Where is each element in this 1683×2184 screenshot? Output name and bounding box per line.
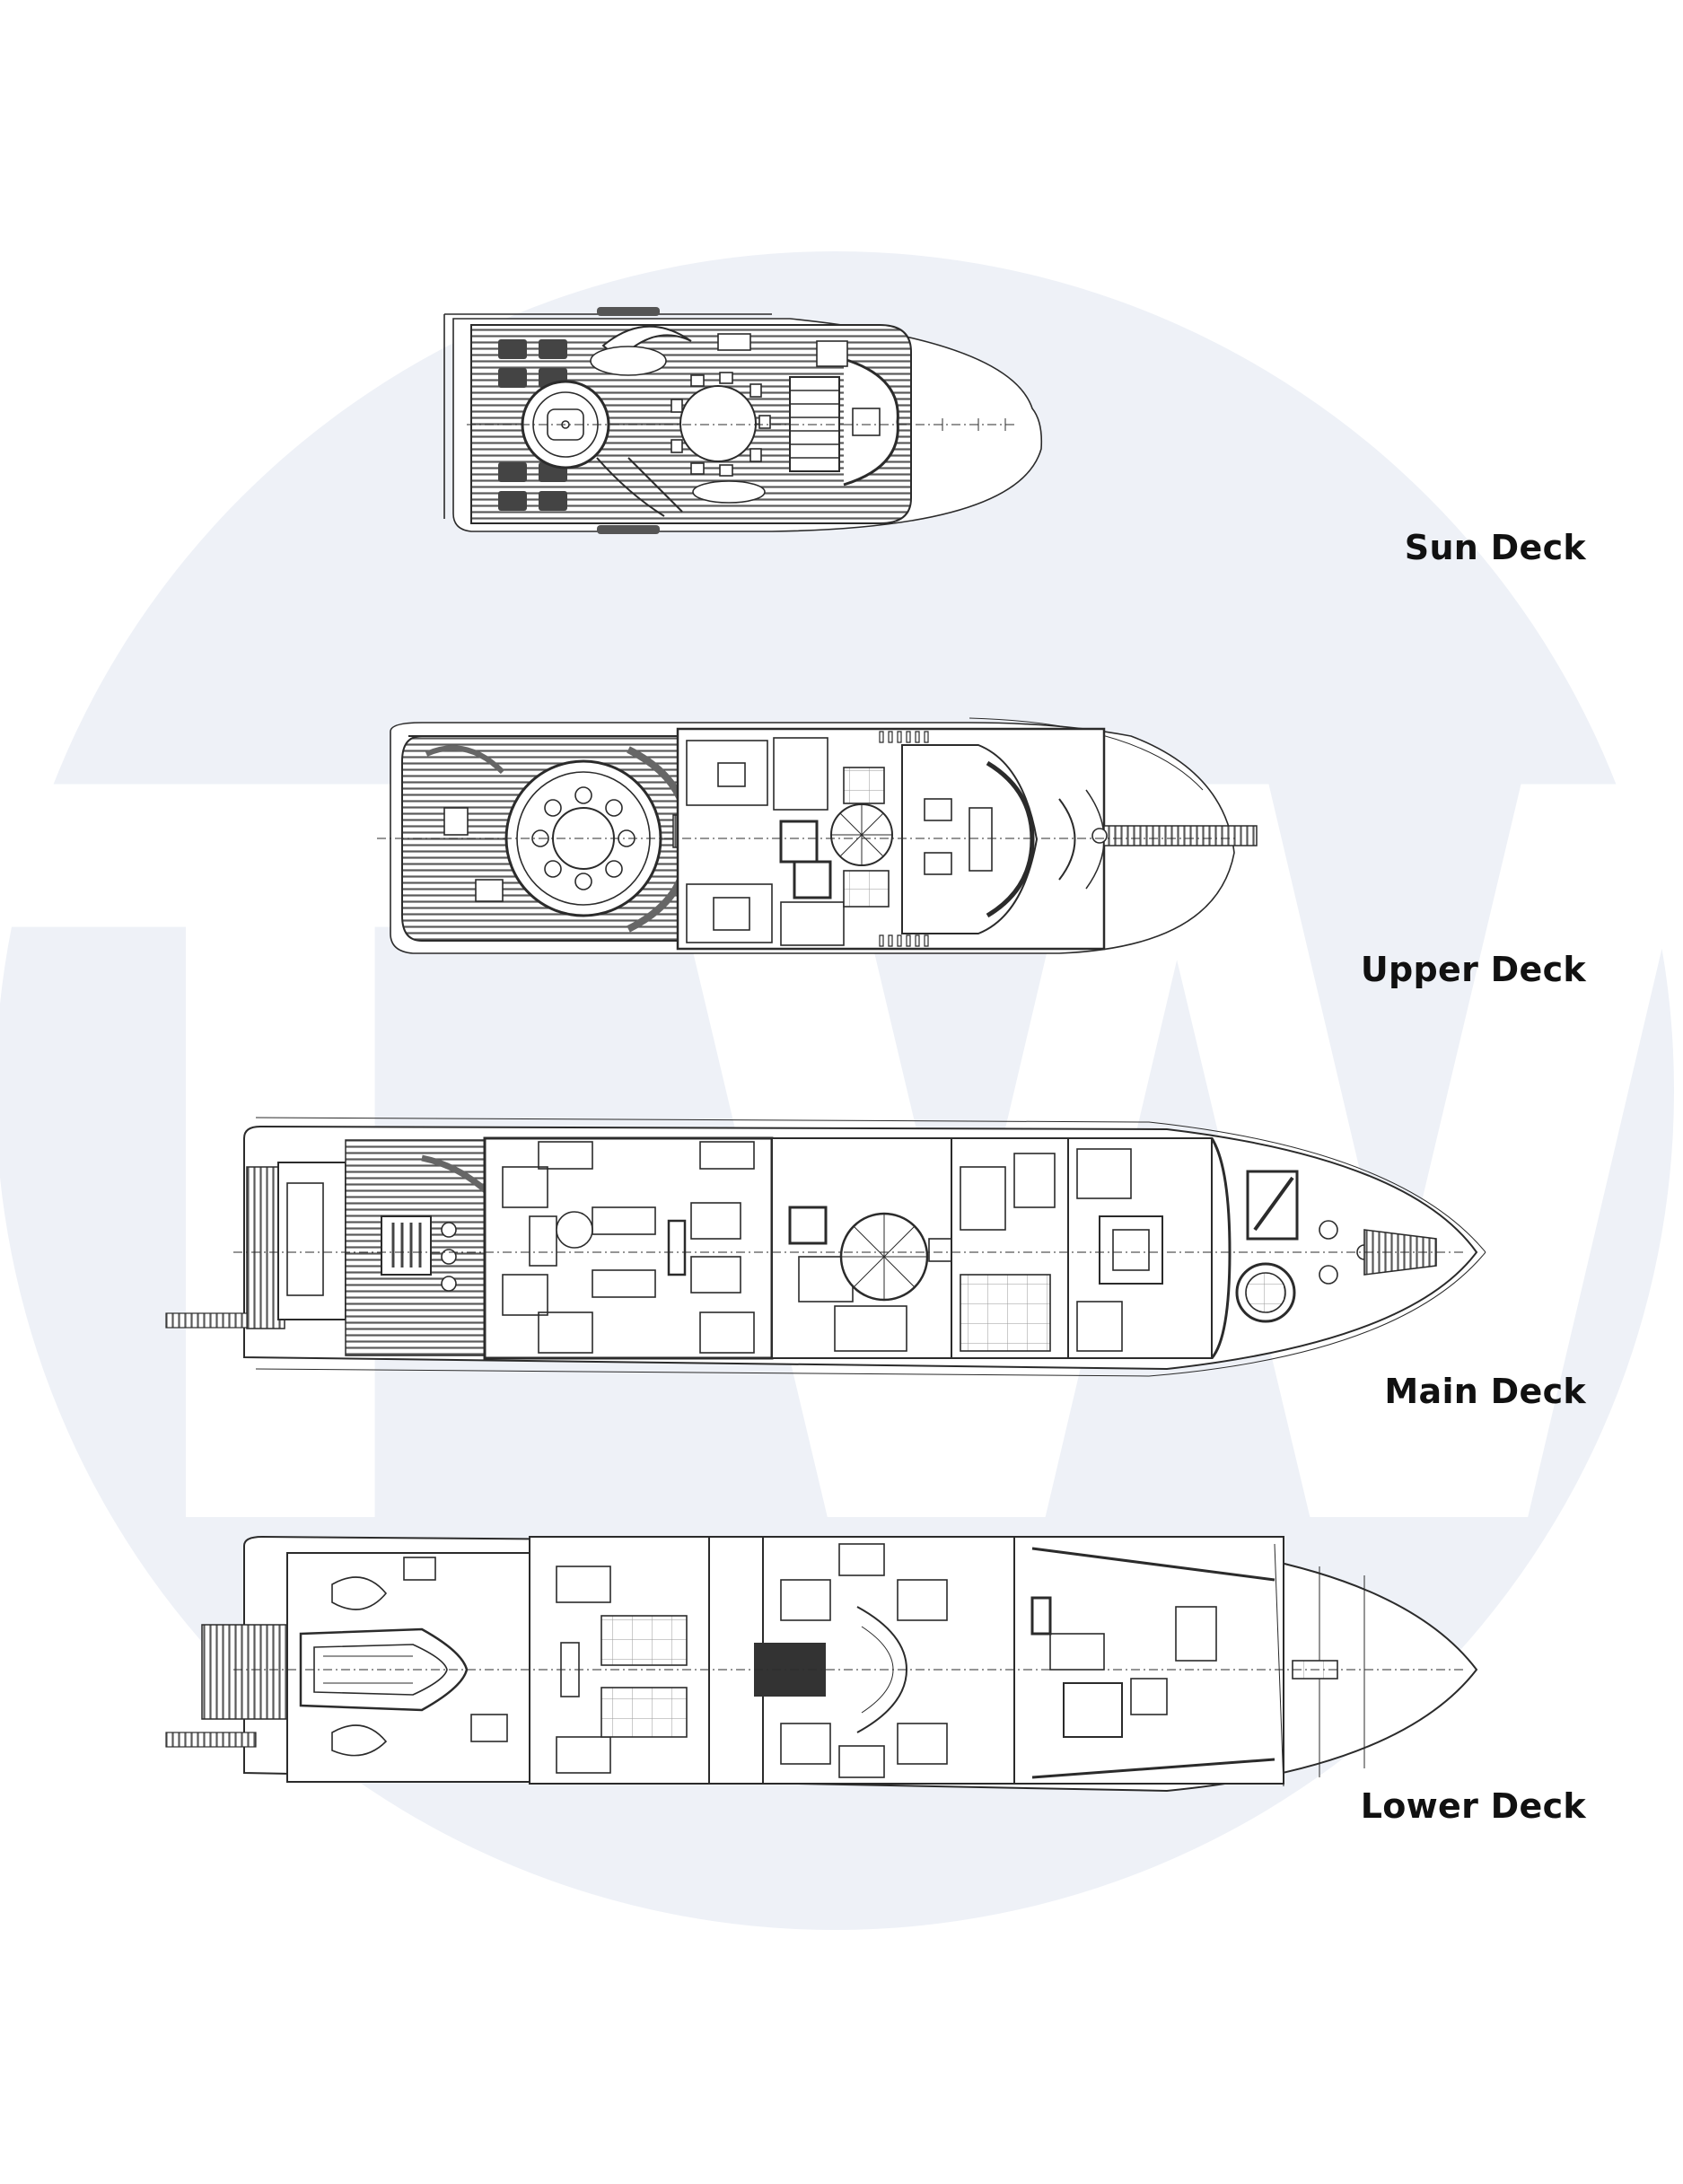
lower-deck-plan xyxy=(165,1535,1478,1793)
sun-deck-label: Sun Deck xyxy=(1404,528,1586,567)
lower-deck-label: Lower Deck xyxy=(1360,1786,1586,1826)
main-deck-plan xyxy=(165,1117,1486,1377)
sun-deck-plan xyxy=(443,307,1043,534)
watermark-circle xyxy=(0,251,1674,1930)
upper-deck-label: Upper Deck xyxy=(1360,950,1586,989)
main-deck-label: Main Deck xyxy=(1384,1372,1586,1411)
upper-deck-plan xyxy=(377,717,1258,954)
